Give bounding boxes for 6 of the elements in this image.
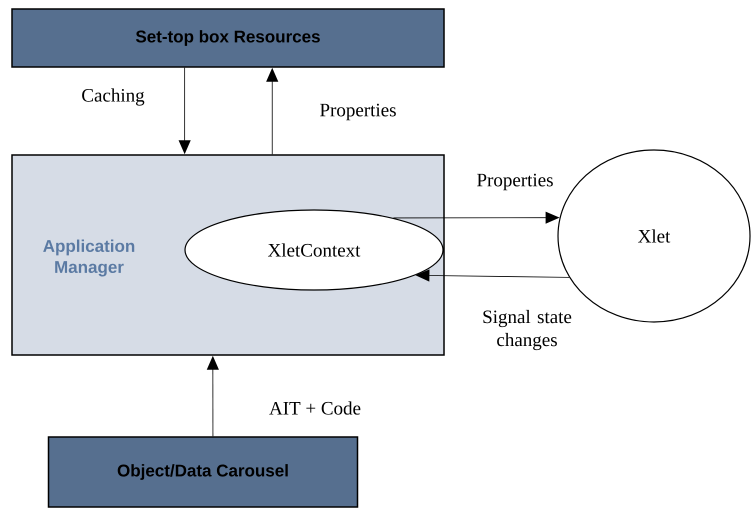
edge-label: AIT + Code — [269, 401, 360, 415]
resource-box: Object/Data Carousel — [48, 436, 358, 508]
edge-label: Properties — [477, 174, 553, 190]
edge-label: Caching — [82, 88, 144, 106]
edge-label: Properties — [320, 104, 396, 120]
resource-box: Set-top box Resources — [11, 8, 445, 68]
